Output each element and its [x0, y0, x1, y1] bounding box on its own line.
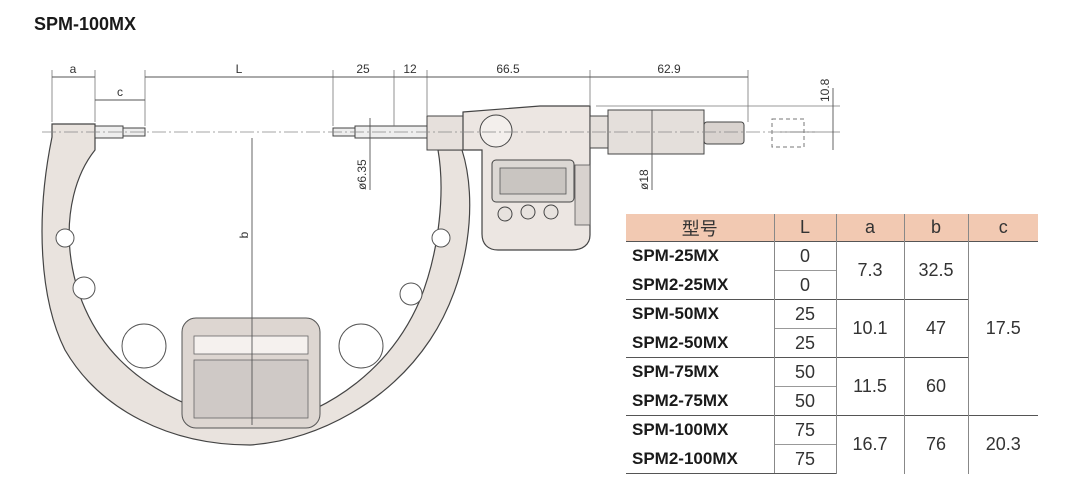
page-title: SPM-100MX [34, 14, 137, 34]
dim-label-12: 12 [403, 62, 417, 76]
dim-label-l: L [236, 62, 243, 76]
ratchet [703, 121, 745, 145]
dim-label-b: b [237, 231, 251, 238]
l-cell: 0 [773, 270, 836, 300]
dim-label-25: 25 [356, 62, 370, 76]
header-c: c [967, 214, 1038, 242]
dim-label-62-9: 62.9 [657, 62, 681, 76]
model-cell: SPM2-75MX [632, 390, 729, 410]
b-cell: 32.5 [903, 241, 968, 300]
l-cell: 50 [773, 386, 836, 416]
model-cell: SPM-100MX [626, 415, 774, 445]
header-model: 型号 [626, 214, 774, 242]
l-cell: 75 [773, 444, 836, 474]
spindle-housing [426, 115, 464, 151]
b-cell: 47 [903, 299, 968, 358]
spec-table-header: 型号 L a b c [626, 214, 1038, 242]
dim-label-phi6-35: ø6.35 [355, 159, 369, 190]
model-cell: SPM-25MX [626, 241, 774, 271]
l-cell: 25 [773, 299, 836, 329]
l-cell: 50 [773, 357, 836, 387]
head-side [574, 164, 591, 226]
frame-hole [72, 276, 96, 300]
l-cell: 75 [773, 415, 836, 445]
lcd-screen [499, 167, 567, 195]
head-button [497, 206, 513, 222]
lock-knob [479, 114, 513, 148]
head-button [543, 204, 559, 220]
model-cell: SPM2-25MX [632, 274, 729, 294]
model-cell: SPM2-100MX [626, 444, 774, 474]
dim-label-c: c [117, 85, 123, 99]
a-cell: 7.3 [835, 241, 904, 300]
a-cell: 11.5 [835, 357, 904, 416]
ratchet-cap [771, 118, 805, 148]
a-cell: 16.7 [835, 415, 904, 474]
l-cell: 25 [773, 328, 836, 358]
frame-hole [55, 228, 75, 248]
c-cell: 17.5 [967, 241, 1038, 416]
table-row: SPM2-75MX 50 [626, 386, 1038, 416]
c-cell: 20.3 [967, 415, 1038, 474]
extension-lines [51, 70, 840, 133]
l-cell: 0 [773, 241, 836, 271]
frame-hole [431, 228, 451, 248]
frame-label-strip [193, 335, 309, 355]
a-cell: 10.1 [835, 299, 904, 358]
header-b: b [903, 214, 968, 242]
header-l: L [773, 214, 836, 242]
dim-label-66-5: 66.5 [496, 62, 520, 76]
b-cell: 60 [903, 357, 968, 416]
dim-label-10-8: 10.8 [818, 78, 832, 102]
head-button [520, 204, 536, 220]
table-row: SPM-100MX 75 16.7 76 20.3 [626, 415, 1038, 474]
table-row: SPM2-100MX 75 [626, 444, 1038, 474]
dimension-lines [52, 76, 834, 425]
model-cell: SPM-50MX [626, 299, 774, 329]
dim-label-a: a [70, 62, 77, 76]
table-row: SPM2-50MX 25 [626, 328, 1038, 358]
model-cell: SPM2-50MX [632, 332, 729, 352]
spec-table: 型号 L a b c SPM-25MX 0 7.3 32.5 17.5 SPM2… [626, 214, 1038, 474]
table-row: SPM-50MX 25 10.1 47 [626, 299, 1038, 358]
table-row: SPM2-25MX 0 [626, 270, 1038, 300]
frame-grip-area [193, 359, 309, 419]
header-a: a [835, 214, 904, 242]
frame-hole [121, 323, 167, 369]
frame-hole [399, 282, 423, 306]
frame-hole [338, 323, 384, 369]
b-cell: 76 [903, 415, 968, 474]
model-cell: SPM-75MX [626, 357, 774, 387]
dim-label-phi18: ø18 [637, 169, 651, 190]
table-row: SPM-75MX 50 11.5 60 [626, 357, 1038, 416]
table-row: SPM-25MX 0 7.3 32.5 17.5 [626, 241, 1038, 416]
